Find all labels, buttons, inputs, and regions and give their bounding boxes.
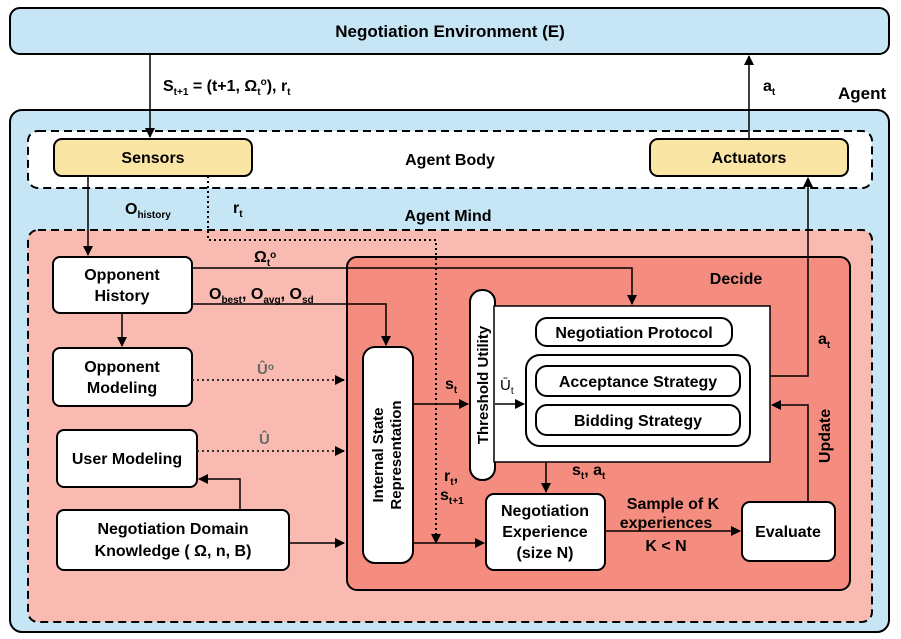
user-modeling-box xyxy=(56,429,198,488)
negotiation-protocol-label: Negotiation Protocol xyxy=(555,325,712,342)
internal-state-line2: Representation xyxy=(388,400,405,509)
acceptance-strategy-label: Acceptance Strategy xyxy=(559,374,717,391)
opponent-modeling-line2: Modeling xyxy=(87,380,157,397)
negotiation-protocol-box xyxy=(535,317,733,347)
st-at-label: st, at xyxy=(572,462,606,482)
bidding-strategy-box xyxy=(535,404,741,436)
bidding-strategy-label: Bidding Strategy xyxy=(574,413,702,430)
a-t-right-label: at xyxy=(818,331,831,351)
update-label: Update xyxy=(817,409,834,463)
s-t-label: st xyxy=(445,376,458,396)
opponent-modeling-line1: Opponent xyxy=(84,359,160,376)
evaluate-box xyxy=(741,501,836,562)
evaluate-label: Evaluate xyxy=(755,524,821,541)
state-label: St+1 = (t+1, Ωto), rt xyxy=(163,77,291,98)
rt-label: rt, xyxy=(444,468,458,488)
internal-state-box xyxy=(362,346,414,564)
action-label-top: at xyxy=(763,78,776,98)
sensors-box xyxy=(53,138,253,177)
omega-o-label: Ωto xyxy=(254,249,276,269)
o-history-label: Ohistory xyxy=(125,201,171,221)
st1-label: st+1 xyxy=(440,487,464,507)
domain-knowledge-line2: Knowledge ( Ω, n, B) xyxy=(95,543,252,560)
reward-label: rt xyxy=(233,200,243,220)
negotiation-experience-line3: (size N) xyxy=(517,545,574,562)
opponent-history-line2: History xyxy=(94,288,149,305)
sample-line1: Sample of K xyxy=(627,496,720,513)
actuators-label: Actuators xyxy=(712,150,787,167)
u-bar-t-label: Ūt xyxy=(500,377,514,397)
user-modeling-label: User Modeling xyxy=(72,451,182,468)
internal-state-line1: Internal State xyxy=(370,407,387,502)
threshold-utility-label: Threshold Utility xyxy=(475,325,492,444)
negotiation-experience-line2: Experience xyxy=(502,524,587,541)
sample-line2: experiences xyxy=(620,515,713,532)
arrow-panel-to-actuators xyxy=(770,177,813,377)
o-stats-label: Obest, Oavg, Osd xyxy=(209,286,314,306)
acceptance-strategy-box xyxy=(535,365,741,397)
sample-line3: K < N xyxy=(645,538,686,555)
agent-body-label: Agent Body xyxy=(405,152,495,169)
u-hat-o-label: Ûo xyxy=(257,360,274,378)
opponent-modeling-box xyxy=(52,347,193,407)
arrow-history-to-protocol xyxy=(192,267,637,305)
opponent-history-line1: Opponent xyxy=(84,267,160,284)
negotiation-experience-box xyxy=(485,493,606,571)
arrow-history-to-state xyxy=(192,303,391,346)
domain-knowledge-box xyxy=(56,509,290,571)
environment-box xyxy=(9,7,890,55)
environment-title: Negotiation Environment (E) xyxy=(335,22,565,41)
arrow-domain-to-user-model xyxy=(198,474,241,510)
arrow-reward-dotted xyxy=(207,176,441,544)
decide-label: Decide xyxy=(710,271,763,288)
sensors-label: Sensors xyxy=(121,150,184,167)
agent-mind-label: Agent Mind xyxy=(404,208,491,225)
u-hat-label: Û xyxy=(259,430,270,448)
agent-label: Agent xyxy=(838,84,887,103)
arrow-evaluate-update xyxy=(771,400,809,502)
negotiation-experience-line1: Negotiation xyxy=(501,503,589,520)
domain-knowledge-line1: Negotiation Domain xyxy=(97,521,248,538)
